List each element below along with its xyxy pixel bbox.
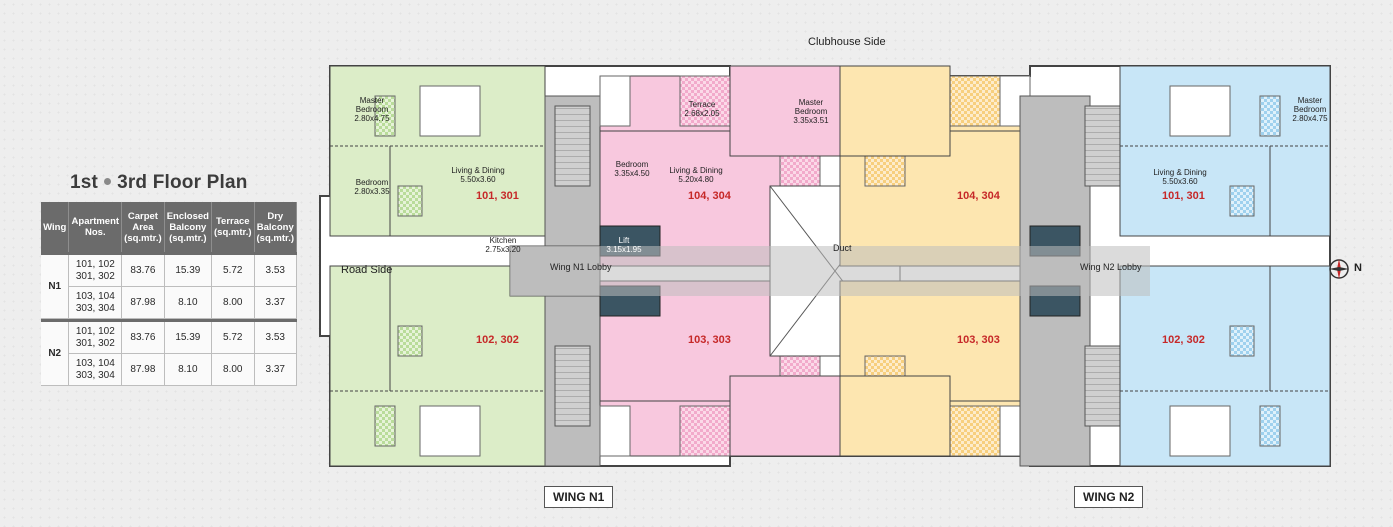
room-master-bedroom-pink: Master Bedroom 3.35x3.51: [793, 98, 829, 125]
balcony-cell: 15.39: [164, 255, 213, 287]
terrace-cell: 5.72: [212, 255, 255, 287]
unit-label-102-302-n2: 102, 302: [1162, 334, 1205, 346]
apartment-cell: 103, 104 303, 304: [69, 287, 123, 319]
table-row: N1 101, 102 301, 302 83.76 15.39 5.72 3.…: [41, 255, 297, 319]
header-terrace: Terrace (sq.mtr.): [212, 202, 255, 252]
balcony-cell: 15.39: [164, 322, 213, 354]
dry-cell: 3.37: [254, 354, 297, 386]
balcony-cell: 8.10: [164, 354, 213, 386]
terrace-cell: 8.00: [212, 287, 255, 319]
apartment-cell: 101, 102 301, 302: [69, 322, 123, 354]
area-table-header: Wing Apartment Nos. Carpet Area (sq.mtr.…: [41, 202, 297, 252]
unit-102-blue: [1119, 265, 1331, 467]
room-living-dining: Living & Dining 5.50x3.60: [451, 166, 505, 184]
title-floor-first: 1st: [70, 172, 99, 193]
title-dot: [104, 177, 112, 185]
table-gap: [41, 252, 297, 255]
dry-cell: 3.53: [254, 255, 297, 287]
room-master-bedroom: Master Bedroom 2.80x4.75: [354, 96, 390, 123]
table-row: 103, 104 303, 304 87.98 8.10 8.00 3.37: [41, 354, 297, 386]
unit-label-104-304-n2: 104, 304: [957, 190, 1000, 202]
unit-label-102-302-n1: 102, 302: [476, 334, 519, 346]
balcony-cell: 8.10: [164, 287, 213, 319]
carpet-cell: 87.98: [122, 354, 165, 386]
unit-label-101-301-n2: 101, 301: [1162, 190, 1205, 202]
header-balcony: Enclosed Balcony (sq.mtr.): [164, 202, 213, 252]
unit-label-104-304-n1: 104, 304: [688, 190, 731, 202]
road-side-label: Road Side: [341, 264, 393, 276]
carpet-cell: 83.76: [122, 255, 165, 287]
room-lift: Lift 3.15x1.95: [606, 236, 642, 254]
room-master-bedroom-blue: Master Bedroom 2.80x4.75: [1292, 96, 1328, 123]
unit-label-103-303-n1: 103, 303: [688, 334, 731, 346]
master-bedroom-yellow-top: [839, 65, 951, 157]
floor-plan-title: 1st 3rd Floor Plan: [70, 172, 248, 194]
room-living-dining-blue: Living & Dining 5.50x3.60: [1153, 168, 1207, 186]
unit-102-green: [329, 265, 546, 467]
dry-cell: 3.37: [254, 287, 297, 319]
apartment-cell: 101, 102 301, 302: [69, 255, 123, 287]
title-floor-rest: 3rd Floor Plan: [117, 172, 248, 193]
terrace-cell: 5.72: [212, 322, 255, 354]
duct-label: Duct: [833, 243, 852, 253]
n1-stair-bottom: [554, 345, 591, 427]
wing-cell: N1: [41, 255, 70, 319]
master-bedroom-pink-bottom: [729, 375, 841, 457]
table-gap: [41, 319, 297, 322]
master-bedroom-pink-top: [729, 65, 841, 157]
table-row: N2 101, 102 301, 302 83.76 15.39 5.72 3.…: [41, 322, 297, 386]
terrace-cell: 8.00: [212, 354, 255, 386]
wing-n2-lobby-label: Wing N2 Lobby: [1080, 262, 1142, 272]
header-carpet: Carpet Area (sq.mtr.): [122, 202, 165, 252]
n2-stair-top: [1084, 105, 1121, 187]
wing-n2-label: WING N2: [1074, 486, 1144, 508]
room-bedroom-pink: Bedroom 3.35x4.50: [614, 160, 650, 178]
clubhouse-side-label: Clubhouse Side: [808, 36, 886, 48]
room-kitchen: Kitchen 2.75x3.20: [485, 236, 521, 254]
wing-cell: N2: [41, 322, 70, 386]
unit-label-103-303-n2: 103, 303: [957, 334, 1000, 346]
area-table: Wing Apartment Nos. Carpet Area (sq.mtr.…: [41, 202, 297, 386]
unit-101-blue: [1119, 65, 1331, 237]
dry-cell: 3.53: [254, 322, 297, 354]
wing-n1-label: WING N1: [544, 486, 614, 508]
header-apartment: Apartment Nos.: [69, 202, 123, 252]
n2-stair-bottom: [1084, 345, 1121, 427]
wing-n1-lobby-label: Wing N1 Lobby: [550, 262, 612, 272]
carpet-cell: 87.98: [122, 287, 165, 319]
room-living-dining-pink: Living & Dining 5.20x4.80: [669, 166, 723, 184]
compass-north-label: N: [1354, 262, 1362, 274]
unit-103-pink: [599, 280, 821, 457]
header-wing: Wing: [41, 202, 70, 252]
compass-icon: [1329, 259, 1349, 279]
header-dry-balcony: Dry Balcony (sq.mtr.): [254, 202, 297, 252]
floor-plan: [319, 65, 1331, 467]
n1-stair-top: [554, 105, 591, 187]
carpet-cell: 83.76: [122, 322, 165, 354]
table-row: 103, 104 303, 304 87.98 8.10 8.00 3.37: [41, 287, 297, 319]
master-bedroom-yellow-bottom: [839, 375, 951, 457]
room-bedroom: Bedroom 2.80x3.35: [354, 178, 390, 196]
unit-label-101-301-n1: 101, 301: [476, 190, 519, 202]
corridor: [510, 246, 1150, 296]
room-terrace-pink: Terrace 2.68x2.05: [684, 100, 720, 118]
apartment-cell: 103, 104 303, 304: [69, 354, 123, 386]
unit-101-green: [329, 65, 546, 237]
